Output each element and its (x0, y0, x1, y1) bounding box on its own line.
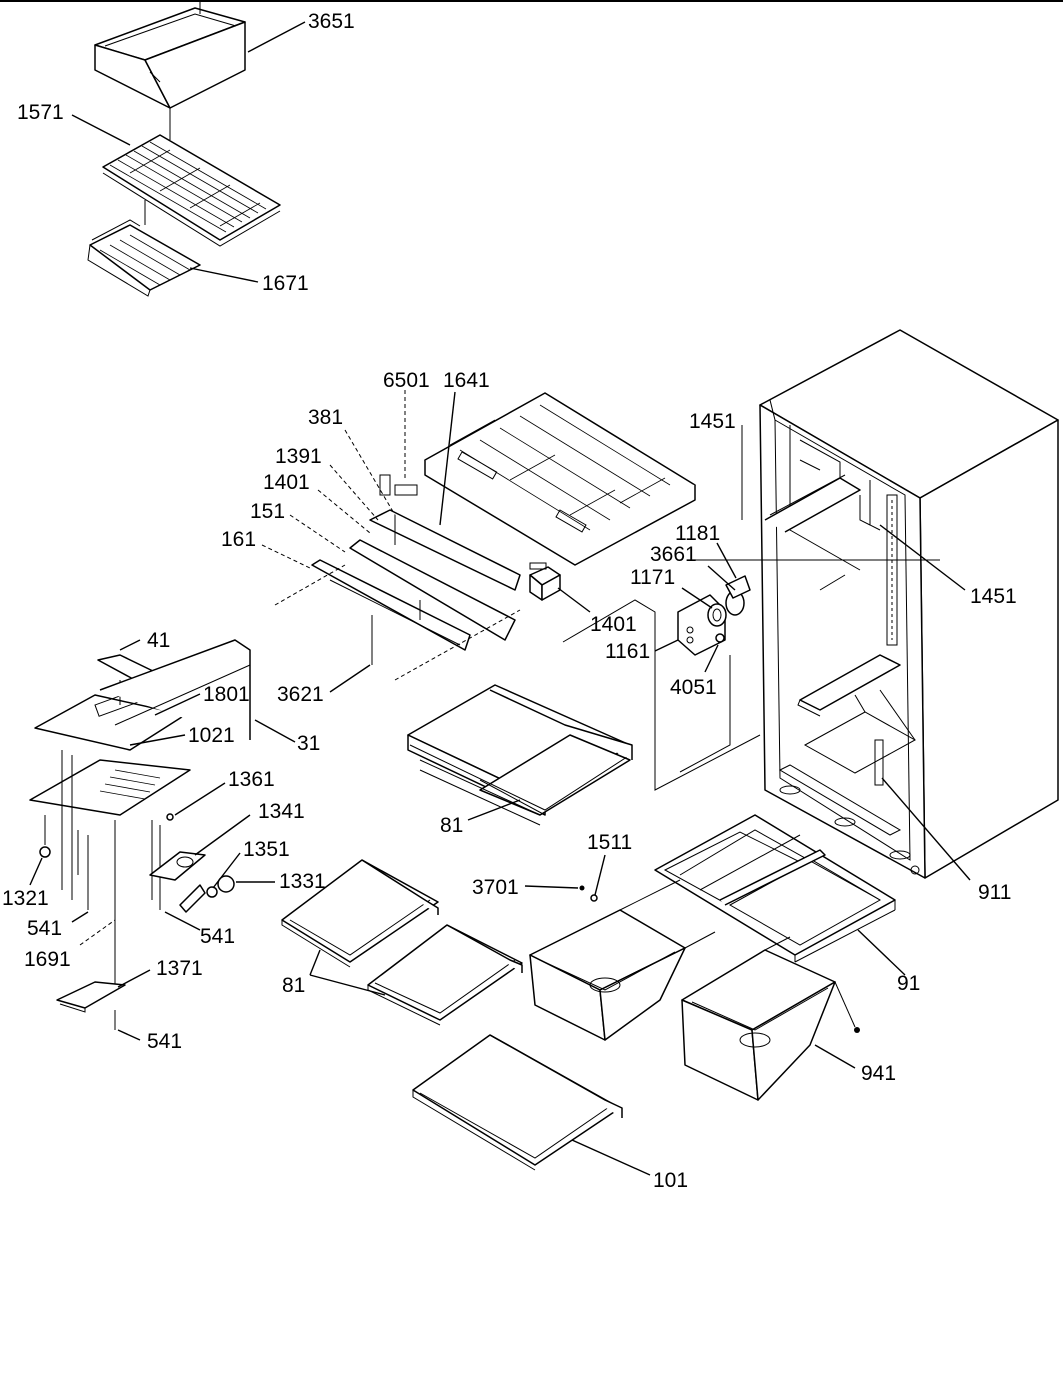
callout-1331: 1331 (279, 870, 326, 893)
leader-151 (289, 514, 346, 553)
callout-41: 41 (147, 629, 170, 652)
shelf-81-lower-left (281, 859, 439, 968)
callout-1571: 1571 (17, 101, 64, 124)
callout-541b: 541 (200, 925, 235, 948)
callout-labels: 3651 1571 1671 6501 1641 381 1391 1401 1… (2, 10, 1017, 1192)
leader-3661 (707, 565, 736, 591)
leader-1351 (212, 852, 241, 889)
callout-1671: 1671 (262, 272, 309, 295)
leader-1341 (194, 814, 251, 856)
leader-101 (571, 1139, 651, 1176)
callout-3651: 3651 (308, 10, 355, 33)
callout-4051: 4051 (670, 676, 717, 699)
callout-1351: 1351 (243, 838, 290, 861)
callout-1451a: 1451 (689, 410, 736, 433)
basket-1671 (87, 219, 201, 297)
leader-4051 (704, 644, 719, 673)
leader-1361 (174, 782, 226, 816)
cabinet (759, 329, 1059, 879)
leader-1171 (681, 587, 713, 609)
callout-3701: 3701 (472, 876, 519, 899)
crisper-drawer-right (681, 949, 836, 1101)
callout-1641: 1641 (443, 369, 490, 392)
leader-1401a (317, 489, 371, 534)
control-housing-1641 (424, 392, 696, 566)
damper-parts (149, 813, 235, 913)
leader-3701 (524, 885, 579, 889)
shelf-81-lower-right (367, 924, 523, 1026)
callout-3661: 3661 (650, 543, 697, 566)
callout-1391: 1391 (275, 445, 322, 468)
panel-strips (311, 509, 521, 651)
callout-1691: 1691 (24, 948, 71, 971)
part-1371 (56, 981, 126, 1013)
callout-1401a: 1401 (263, 471, 310, 494)
callout-151: 151 (250, 500, 285, 523)
leader-161 (261, 544, 311, 569)
leader-1371 (117, 969, 151, 988)
callout-81b: 81 (282, 974, 305, 997)
callout-31: 31 (297, 732, 320, 755)
callout-1021: 1021 (188, 724, 235, 747)
bin-3651 (94, 2, 246, 109)
leader-1691 (79, 919, 116, 946)
leader-381 (344, 429, 396, 516)
callout-6501: 6501 (383, 369, 430, 392)
leader-81a (467, 799, 521, 821)
crisper-cover-91 (654, 814, 896, 963)
callout-101: 101 (653, 1169, 688, 1192)
callout-1341: 1341 (258, 800, 305, 823)
leader-81b-2 (309, 974, 386, 996)
leader-1511 (594, 854, 606, 896)
callout-1161: 1161 (605, 640, 650, 663)
callout-1451b: 1451 (970, 585, 1017, 608)
callout-541a: 541 (27, 917, 62, 940)
leader-1401b (557, 587, 591, 613)
leader-31 (254, 719, 296, 743)
leader-1391 (329, 464, 379, 521)
callout-1511: 1511 (587, 831, 632, 854)
leader-1571 (71, 114, 131, 146)
callout-941: 941 (861, 1062, 896, 1085)
callout-81a: 81 (440, 814, 463, 837)
leader-81b-1 (309, 949, 321, 976)
callout-1321: 1321 (2, 887, 49, 910)
leader-541b (164, 911, 201, 931)
shelf-81-upper (407, 684, 633, 826)
callout-1401b: 1401 (590, 613, 637, 636)
leader-1451b (879, 524, 966, 591)
callout-1371: 1371 (156, 957, 203, 980)
leader-1021 (129, 734, 186, 746)
leader-1321 (29, 857, 43, 886)
leader-3651 (247, 21, 306, 53)
damper-assembly (677, 575, 751, 656)
leader-1161 (654, 639, 679, 652)
shelf-1571 (102, 134, 281, 247)
leader-91 (857, 929, 906, 976)
leader-541c (117, 1029, 141, 1041)
callout-1361: 1361 (228, 768, 275, 791)
callout-381: 381 (308, 406, 343, 429)
callout-1181: 1181 (675, 522, 720, 545)
callout-91: 91 (897, 972, 920, 995)
leader-3621 (329, 664, 371, 693)
block-1401 (529, 562, 561, 601)
crisper-drawer-left (529, 909, 686, 1041)
shelf-101 (412, 1034, 623, 1171)
callout-1171: 1171 (630, 566, 675, 589)
leader-911 (881, 777, 971, 881)
evaporator-cover-assembly (29, 639, 251, 910)
leader-41 (119, 639, 141, 651)
callout-911: 911 (978, 881, 1011, 904)
leader-941 (814, 1044, 856, 1069)
leader-1671 (189, 267, 259, 283)
callout-161: 161 (221, 528, 256, 551)
leader-541a (71, 911, 89, 923)
leader-1801 (154, 693, 201, 716)
callout-1801: 1801 (203, 683, 250, 706)
leader-1641 (439, 391, 456, 526)
callout-3621: 3621 (277, 683, 324, 706)
callout-541c: 541 (147, 1030, 182, 1053)
